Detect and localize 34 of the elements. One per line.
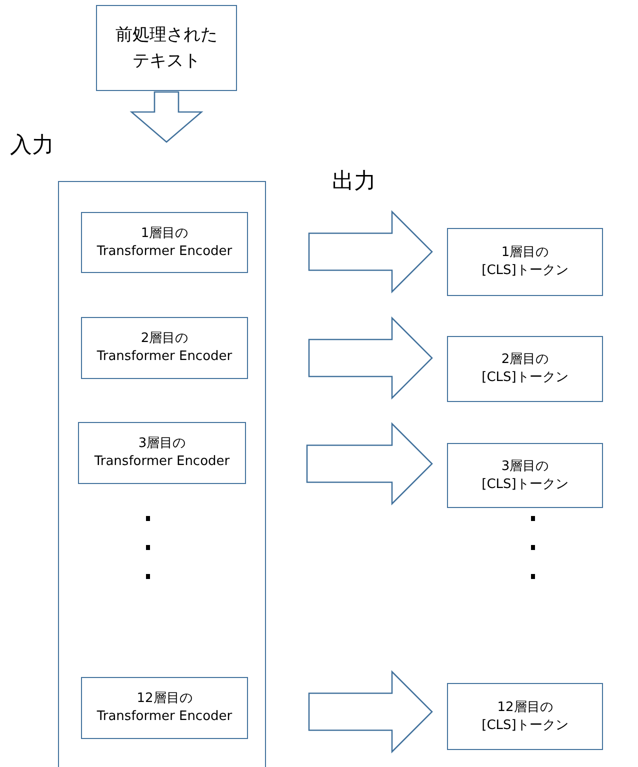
encoder-box <box>78 422 246 484</box>
node-heading: 12層目の <box>497 698 553 716</box>
node-text: [CLS]トークン <box>482 262 568 280</box>
output-box <box>447 443 603 508</box>
io-label: 入力 <box>10 132 54 160</box>
encoder-box <box>81 677 248 739</box>
node-text: Transformer Encoder <box>96 708 232 726</box>
encoder-box <box>81 317 248 379</box>
block-arrow <box>308 670 433 754</box>
node-heading: 2層目の <box>140 330 188 348</box>
node-text: Transformer Encoder <box>94 453 230 471</box>
input-box <box>96 5 237 91</box>
node-heading: 3層目の <box>501 458 549 476</box>
block-arrow <box>308 210 433 294</box>
node-heading: 3層目の <box>138 435 186 453</box>
node-text: 前処理されたテキスト <box>114 24 218 73</box>
encoder-box <box>81 212 248 273</box>
block-arrow <box>130 91 204 143</box>
block-arrow <box>306 422 433 506</box>
node-text: [CLS]トークン <box>482 716 568 734</box>
node-heading: 1層目の <box>140 224 188 242</box>
io-label: 出力 <box>332 168 376 196</box>
node-text: Transformer Encoder <box>96 348 232 366</box>
node-heading: 2層目の <box>501 351 549 369</box>
encoder-stack-box <box>58 181 266 767</box>
output-box <box>447 683 603 750</box>
node-heading: 1層目の <box>501 244 549 262</box>
node-heading: 12層目の <box>136 690 192 708</box>
block-arrow <box>308 316 433 400</box>
node-text: Transformer Encoder <box>96 242 232 260</box>
output-box <box>447 336 603 402</box>
node-text: [CLS]トークン <box>482 369 568 387</box>
node-text: [CLS]トークン <box>482 476 568 494</box>
output-box <box>447 228 603 296</box>
